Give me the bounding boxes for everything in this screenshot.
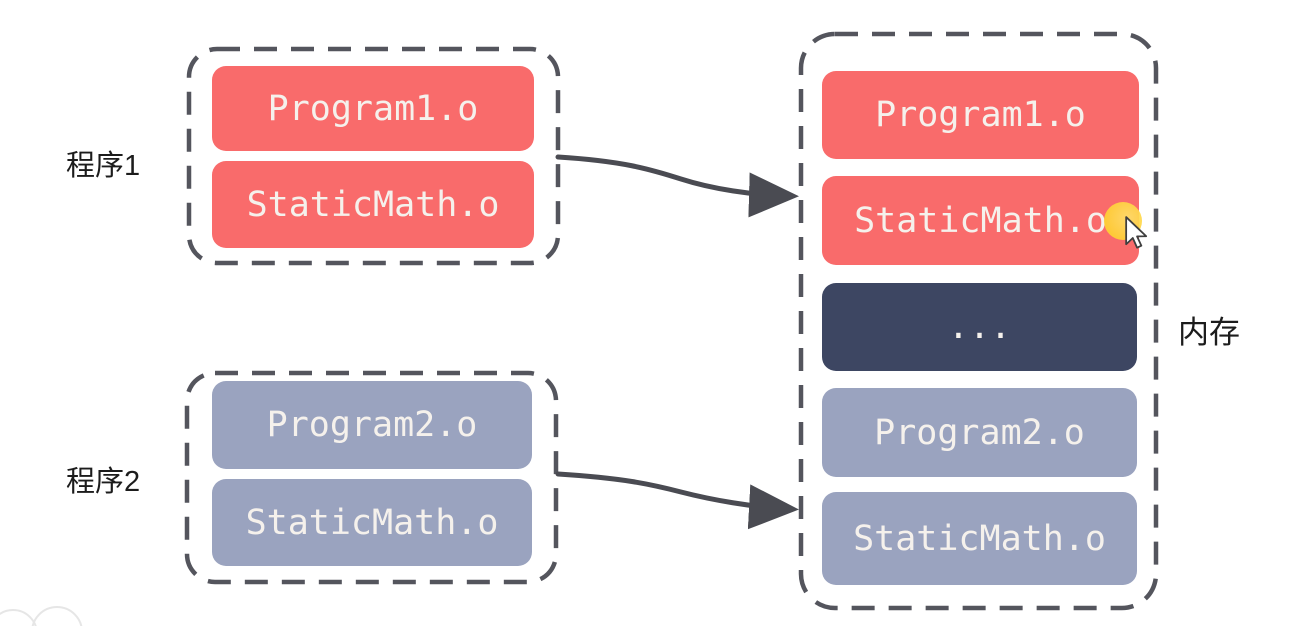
arrow-program1-to-memory [555, 154, 799, 218]
program1-group-border [186, 46, 561, 266]
program2-group-border [184, 370, 559, 585]
watermark-circle [31, 606, 83, 626]
memory-group-border [798, 31, 1159, 611]
watermark-circle [0, 609, 37, 626]
program2-object-file-box: Program2.o [212, 381, 532, 469]
arrow-program2-to-memory [555, 471, 799, 530]
program1-staticmath-box: StaticMath.o [212, 161, 534, 248]
program2-group-label: 程序2 [66, 466, 141, 498]
memory-program1-box: Program1.o [822, 71, 1139, 159]
memory-program2-box: Program2.o [822, 388, 1137, 477]
program2-staticmath-box: StaticMath.o [212, 479, 532, 566]
memory-staticmath1-box: StaticMath.o [822, 176, 1139, 265]
memory-staticmath2-box: StaticMath.o [822, 492, 1137, 585]
memory-ellipsis-box: ... [822, 283, 1137, 371]
mouse-cursor-icon [1125, 216, 1148, 249]
memory-group-label: 内存 [1178, 315, 1240, 350]
program1-object-file-box: Program1.o [212, 66, 534, 151]
program1-group-label: 程序1 [66, 150, 141, 182]
